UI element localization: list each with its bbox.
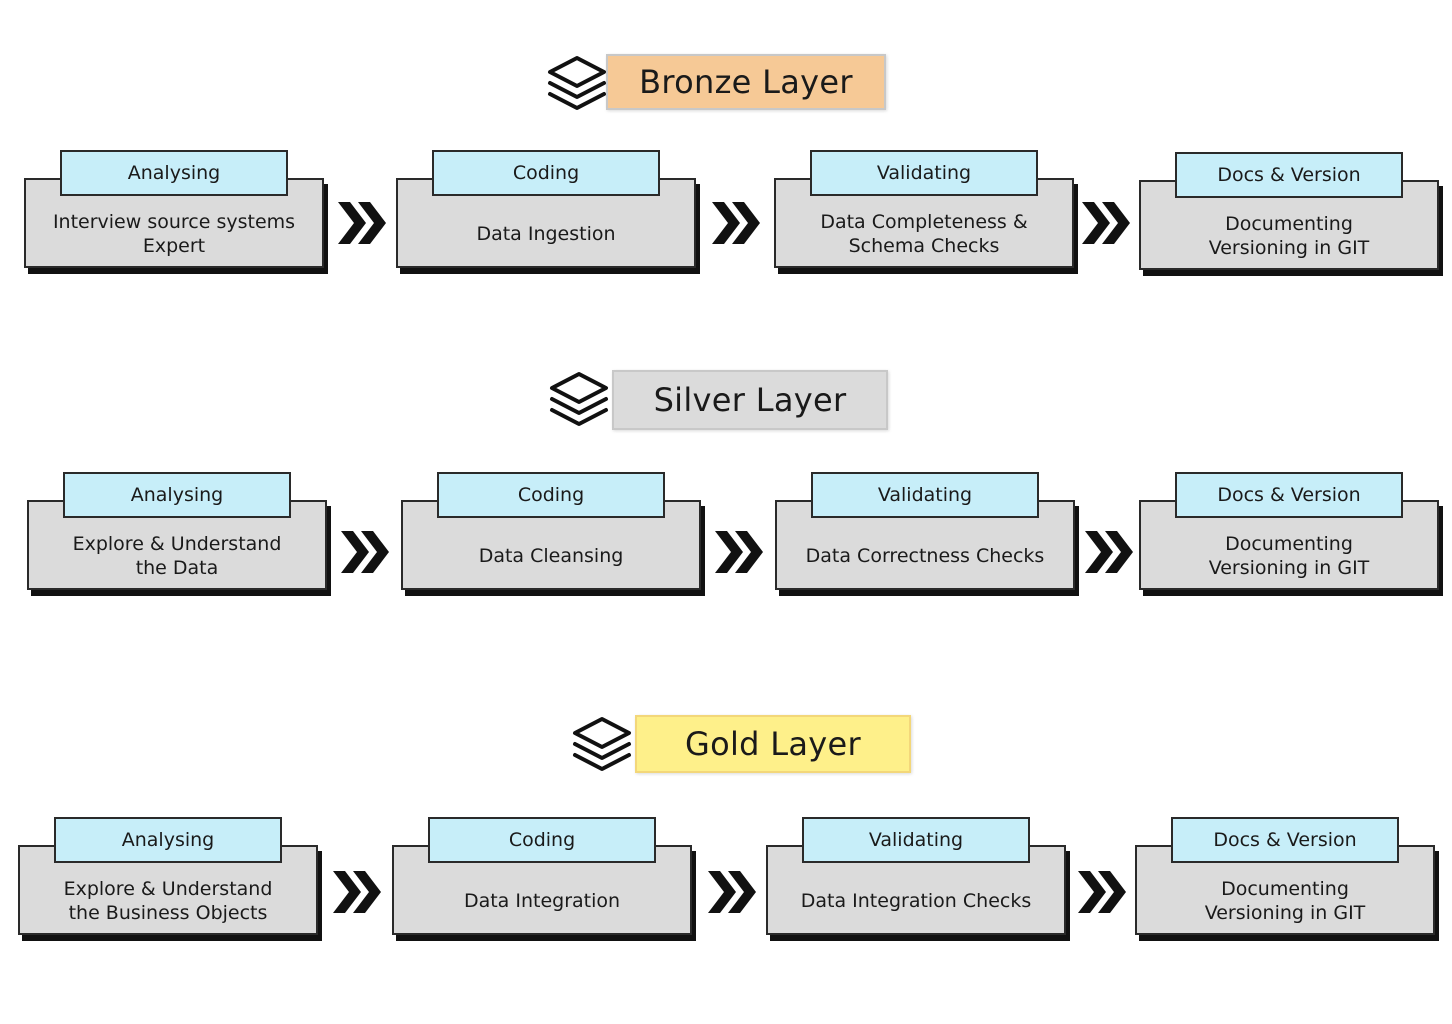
double-chevron-right-icon — [715, 531, 763, 573]
stage-tag: Validating — [810, 150, 1038, 196]
stage-docs-version: Documenting Versioning in GIT Docs & Ver… — [1139, 472, 1439, 596]
double-chevron-right-icon — [1085, 531, 1133, 573]
stage-validating: Data Completeness & Schema Checks Valida… — [774, 150, 1074, 274]
stage-tag: Analysing — [54, 817, 282, 863]
stage-analysing: Explore & Understand the Business Object… — [18, 817, 318, 941]
double-chevron-right-icon — [338, 202, 386, 244]
stage-coding: Data Ingestion Coding — [396, 150, 696, 274]
stage-tag: Docs & Version — [1175, 472, 1403, 518]
layers-stack-icon — [548, 56, 606, 110]
double-chevron-right-icon — [341, 531, 389, 573]
double-chevron-right-icon — [708, 871, 756, 913]
stage-coding: Data Integration Coding — [392, 817, 692, 941]
stage-tag: Validating — [811, 472, 1039, 518]
stage-tag: Coding — [437, 472, 665, 518]
stage-validating: Data Correctness Checks Validating — [775, 472, 1075, 596]
stage-tag: Analysing — [60, 150, 288, 196]
double-chevron-right-icon — [1082, 202, 1130, 244]
stage-tag: Docs & Version — [1175, 152, 1403, 198]
layer-title: Bronze Layer — [606, 54, 886, 110]
stage-tag: Analysing — [63, 472, 291, 518]
stage-tag: Coding — [428, 817, 656, 863]
stage-analysing: Explore & Understand the Data Analysing — [27, 472, 327, 596]
stage-coding: Data Cleansing Coding — [401, 472, 701, 596]
stage-analysing: Interview source systems Expert Analysin… — [24, 150, 324, 274]
layer-title: Silver Layer — [612, 370, 888, 430]
double-chevron-right-icon — [1078, 871, 1126, 913]
double-chevron-right-icon — [333, 871, 381, 913]
stage-tag: Validating — [802, 817, 1030, 863]
layer-title: Gold Layer — [635, 715, 911, 773]
stage-docs-version: Documenting Versioning in GIT Docs & Ver… — [1139, 152, 1439, 276]
stage-docs-version: Documenting Versioning in GIT Docs & Ver… — [1135, 817, 1435, 941]
double-chevron-right-icon — [712, 202, 760, 244]
layers-stack-icon — [550, 372, 608, 426]
stage-tag: Coding — [432, 150, 660, 196]
layers-stack-icon — [573, 717, 631, 771]
stage-tag: Docs & Version — [1171, 817, 1399, 863]
stage-validating: Data Integration Checks Validating — [766, 817, 1066, 941]
